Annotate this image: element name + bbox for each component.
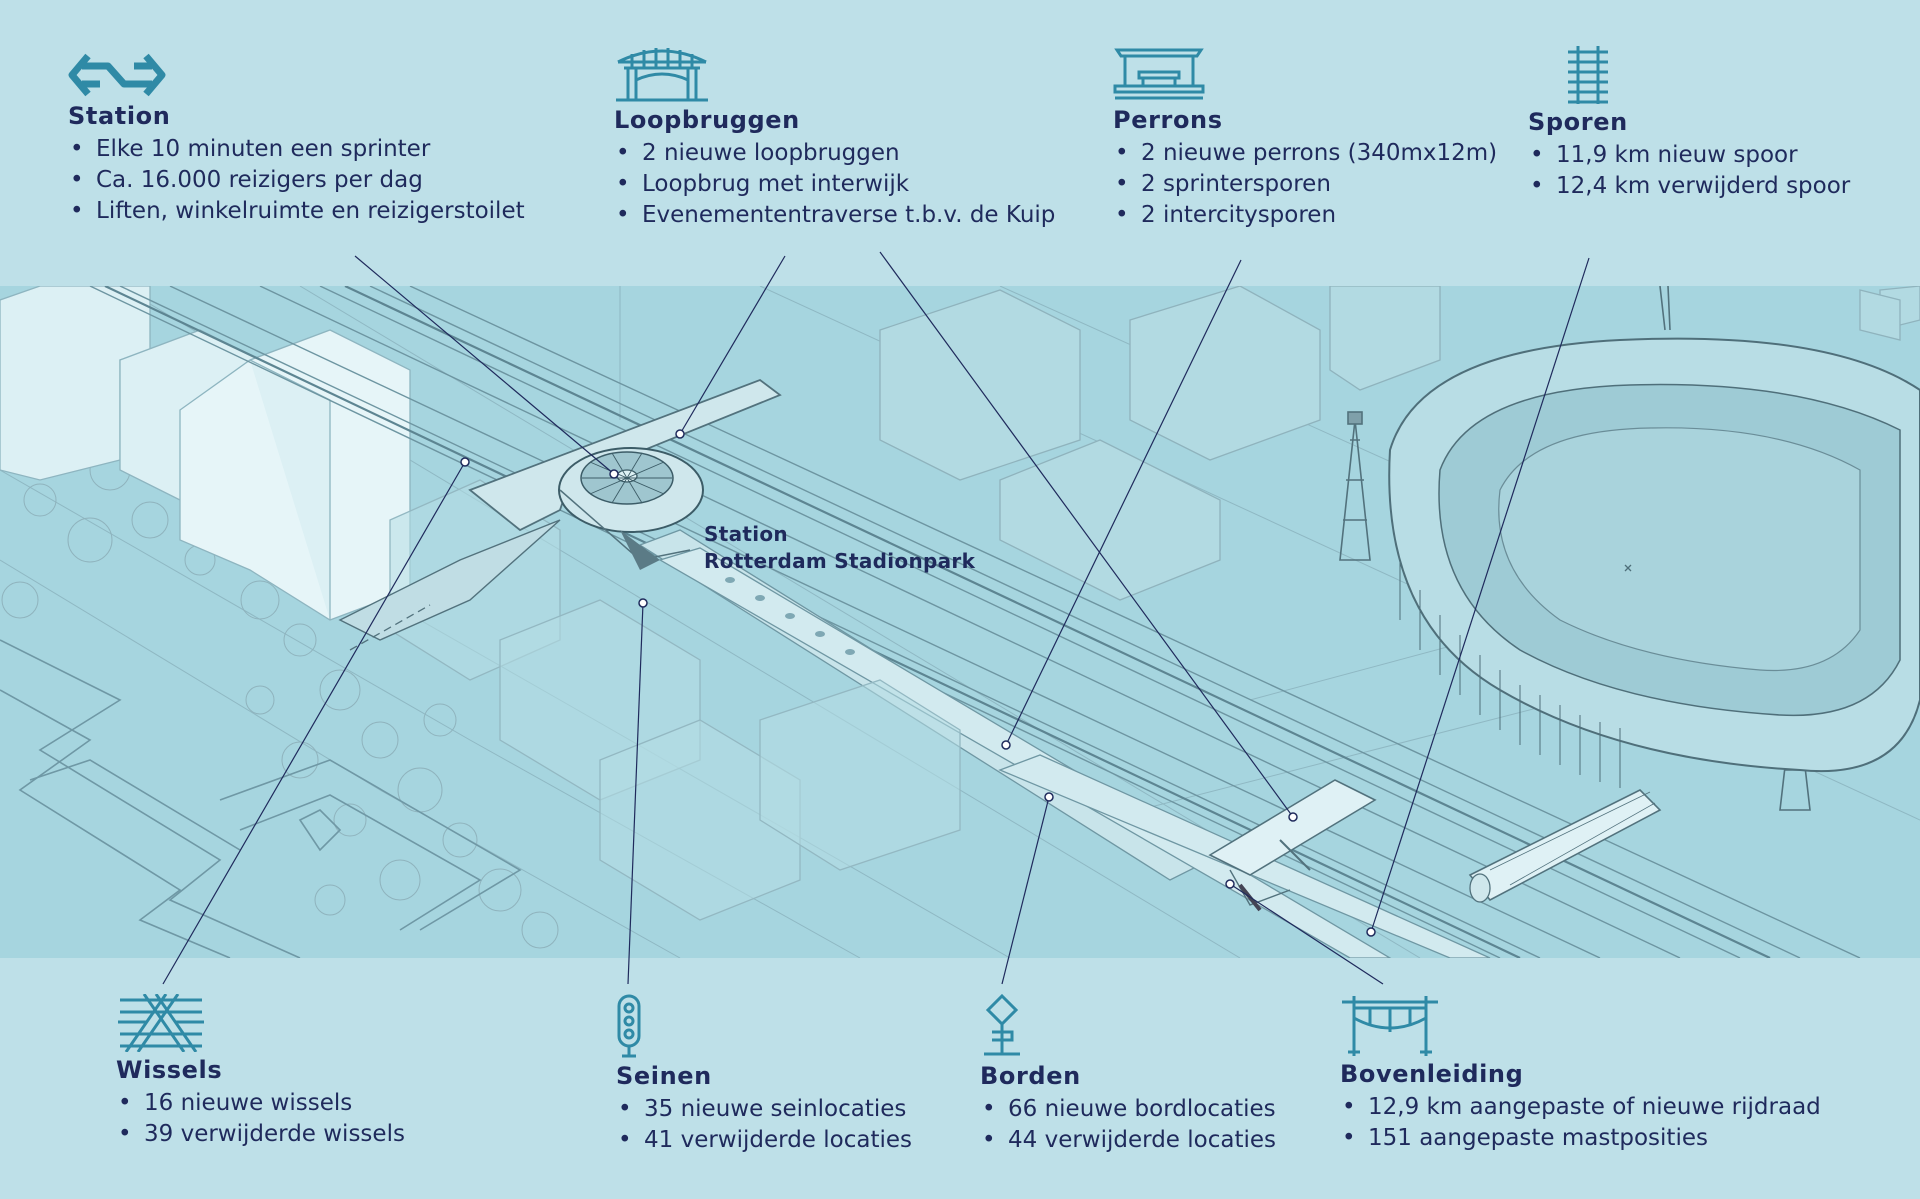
station-item: Ca. 16.000 reizigers per dag xyxy=(68,165,628,196)
station-title: Station xyxy=(68,102,171,130)
perrons-item: 2 nieuwe perrons (340mx12m) xyxy=(1113,138,1673,169)
borden-item: 44 verwijderde locaties xyxy=(980,1125,1540,1156)
map-label-line2: Rotterdam Stadionpark xyxy=(704,549,976,573)
info-borden: Borden 66 nieuwe bordlocaties 44 verwijd… xyxy=(980,994,1540,1156)
rail-track-icon xyxy=(1568,46,1608,104)
borden-item: 66 nieuwe bordlocaties xyxy=(980,1094,1540,1125)
bovenleiding-item: 151 aangepaste mastposities xyxy=(1340,1123,1900,1154)
info-perrons: Perrons 2 nieuwe perrons (340mx12m) 2 sp… xyxy=(1113,46,1673,231)
wissels-item: 16 nieuwe wissels xyxy=(116,1088,676,1119)
ns-logo-icon xyxy=(68,53,166,97)
station-map-label: Station Rotterdam Stadionpark xyxy=(704,521,975,575)
perrons-title: Perrons xyxy=(1113,106,1223,134)
event-traverse xyxy=(1468,789,1662,903)
footbridge-icon xyxy=(616,48,708,102)
railway-switch-icon xyxy=(118,994,204,1052)
stadium-de-kuip xyxy=(1388,337,1920,788)
info-sporen: Sporen 11,9 km nieuw spoor 12,4 km verwi… xyxy=(1528,46,1920,202)
seinen-item: 35 nieuwe seinlocaties xyxy=(616,1094,1176,1125)
info-station: Station Elke 10 minuten een sprinter Ca.… xyxy=(68,52,628,227)
station-rotunda xyxy=(558,447,704,570)
loopbruggen-item: Evenemententraverse t.b.v. de Kuip xyxy=(614,200,1174,231)
borden-title: Borden xyxy=(980,1062,1081,1090)
seinen-title: Seinen xyxy=(616,1062,712,1090)
loopbruggen-item: 2 nieuwe loopbruggen xyxy=(614,138,1174,169)
sporen-title: Sporen xyxy=(1528,108,1628,136)
leader-dots xyxy=(460,429,1376,937)
buildings-center xyxy=(879,286,1920,601)
sporen-item: 12,4 km verwijderd spoor xyxy=(1528,171,1920,202)
bovenleiding-item: 12,9 km aangepaste of nieuwe rijdraad xyxy=(1340,1092,1900,1123)
info-seinen: Seinen 35 nieuwe seinlocaties 41 verwijd… xyxy=(616,994,1176,1156)
roads-left xyxy=(0,639,522,958)
wissels-item: 39 verwijderde wissels xyxy=(116,1119,676,1150)
leader-lines xyxy=(162,251,1590,985)
platform-seats xyxy=(725,577,855,655)
sporen-item: 11,9 km nieuw spoor xyxy=(1528,140,1920,171)
seinen-item: 41 verwijderde locaties xyxy=(616,1125,1176,1156)
bovenleiding-title: Bovenleiding xyxy=(1340,1060,1524,1088)
info-wissels: Wissels 16 nieuwe wissels 39 verwijderde… xyxy=(116,994,676,1150)
station-item: Elke 10 minuten een sprinter xyxy=(68,134,628,165)
loopbruggen-title: Loopbruggen xyxy=(614,106,800,134)
station-item: Liften, winkelruimte en reizigerstoilet xyxy=(68,196,628,227)
perrons-item: 2 intercitysporen xyxy=(1113,200,1673,231)
platform-shelter-icon xyxy=(1113,48,1205,100)
map-label-line1: Station xyxy=(704,522,788,546)
info-bovenleiding: Bovenleiding 12,9 km aangepaste of nieuw… xyxy=(1340,994,1900,1154)
overhead-line-icon xyxy=(1342,996,1438,1056)
signal-light-icon xyxy=(617,994,641,1058)
wissels-title: Wissels xyxy=(116,1056,223,1084)
loopbruggen-item: Loopbrug met interwijk xyxy=(614,169,1174,200)
track-sign-icon xyxy=(984,994,1020,1056)
perrons-item: 2 sprintersporen xyxy=(1113,169,1673,200)
info-loopbruggen: Loopbruggen 2 nieuwe loopbruggen Loopbru… xyxy=(614,44,1174,231)
